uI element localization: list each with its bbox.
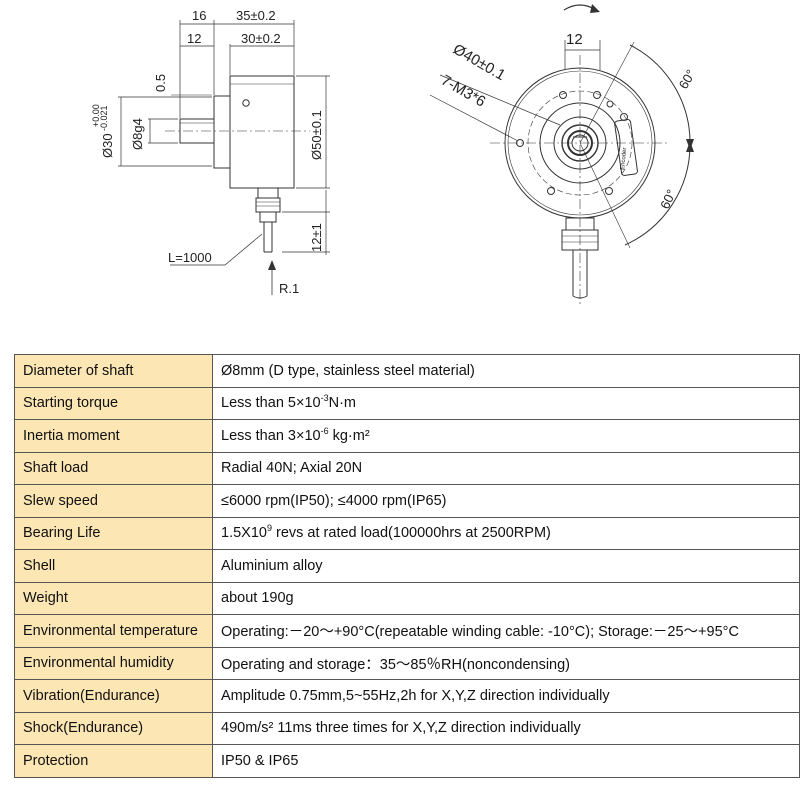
dim-12-top: 12	[187, 31, 201, 46]
cable-length-label: L=1000	[168, 250, 212, 265]
table-row: Inertia moment Less than 3×10-6 kg·m²	[14, 419, 800, 453]
spec-value: Amplitude 0.75mm,5~55Hz,2h for X,Y,Z dir…	[212, 679, 800, 713]
table-row: Shaft load Radial 40N; Axial 20N	[14, 451, 800, 485]
spec-key: Shaft load	[14, 451, 213, 485]
spec-key: Vibration(Endurance)	[14, 679, 213, 713]
encoder-body	[229, 75, 295, 189]
spec-value: Less than 3×10-6 kg·m²	[212, 419, 800, 453]
side-view	[118, 20, 330, 295]
dim-12-cable: 12±1	[309, 223, 324, 252]
spec-key: Environmental temperature	[14, 614, 213, 648]
spec-key: Weight	[14, 581, 213, 615]
dim-16: 16	[192, 8, 206, 23]
table-row: Vibration(Endurance) Amplitude 0.75mm,5~…	[14, 679, 800, 713]
dim-40: Ø40±0.1	[450, 41, 508, 84]
spec-key: Diameter of shaft	[14, 354, 213, 388]
dim-30-tol-lower: -0.021	[99, 105, 109, 131]
thread-label: 7-M3*6	[438, 72, 488, 111]
spec-key: Starting torque	[14, 386, 213, 420]
table-row: Bearing Life 1.5X109 revs at rated load(…	[14, 516, 800, 550]
spec-key: Slew speed	[14, 484, 213, 518]
technical-drawing: 16 35±0.2 12 30±0.2 0.5 Ø30 +0.00 -0.021…	[0, 0, 800, 330]
dim-0-5: 0.5	[153, 74, 168, 92]
angle-bottom: 60°	[657, 187, 679, 211]
dim-35: 35±0.2	[236, 8, 276, 23]
dim-8g4: Ø8g4	[130, 118, 145, 150]
spec-value: Operating:－20～+90°C(repeatable winding c…	[212, 614, 800, 648]
spec-key: Shell	[14, 549, 213, 583]
table-row: Slew speed ≤6000 rpm(IP50); ≤4000 rpm(IP…	[14, 484, 800, 518]
angle-top: 60°	[676, 67, 699, 92]
table-row: Weight about 190g	[14, 581, 800, 615]
dim-30-tol-upper: +0.00	[91, 104, 101, 127]
encoder-label-text: Encoder	[620, 147, 628, 170]
table-row: Shock(Endurance) 490m/s² 11ms three time…	[14, 711, 800, 745]
table-row: Protection IP50 & IP65	[14, 744, 800, 778]
spec-value: IP50 & IP65	[212, 744, 800, 778]
spec-value: Less than 5×10-3N·m	[212, 386, 800, 420]
table-row: Diameter of shaft Ø8mm (D type, stainles…	[14, 354, 800, 388]
radius-label: R.1	[279, 281, 299, 296]
spec-value: 1.5X109 revs at rated load(100000hrs at …	[212, 516, 800, 550]
spec-value: Aluminium alloy	[212, 549, 800, 583]
dim-50: Ø50±0.1	[309, 110, 324, 160]
spec-key: Protection	[14, 744, 213, 778]
spec-value: Operating and storage：35～85％RH(nonconden…	[212, 646, 800, 680]
spec-key: Inertia moment	[14, 419, 213, 453]
table-row: Starting torque Less than 5×10-3N·m	[14, 386, 800, 420]
dim-30: 30±0.2	[241, 31, 281, 46]
spec-table: Diameter of shaft Ø8mm (D type, stainles…	[14, 354, 800, 778]
screw-icon	[242, 99, 250, 107]
dim-30-shaft: Ø30	[100, 133, 115, 158]
spec-value: 490m/s² 11ms three times for X,Y,Z direc…	[212, 711, 800, 745]
spec-key: Bearing Life	[14, 516, 213, 550]
table-row: Shell Aluminium alloy	[14, 549, 800, 583]
spec-value: Ø8mm (D type, stainless steel material)	[212, 354, 800, 388]
spec-value: about 190g	[212, 581, 800, 615]
table-row: Environmental humidity Operating and sto…	[14, 646, 800, 680]
spec-key: Shock(Endurance)	[14, 711, 213, 745]
spec-key: Environmental humidity	[14, 646, 213, 680]
spec-value: Radial 40N; Axial 20N	[212, 451, 800, 485]
front-view	[429, 4, 694, 305]
table-row: Environmental temperature Operating:－20～…	[14, 614, 800, 648]
encoder-flange	[213, 95, 231, 169]
spec-value: ≤6000 rpm(IP50); ≤4000 rpm(IP65)	[212, 484, 800, 518]
dim-12-front: 12	[566, 31, 583, 48]
